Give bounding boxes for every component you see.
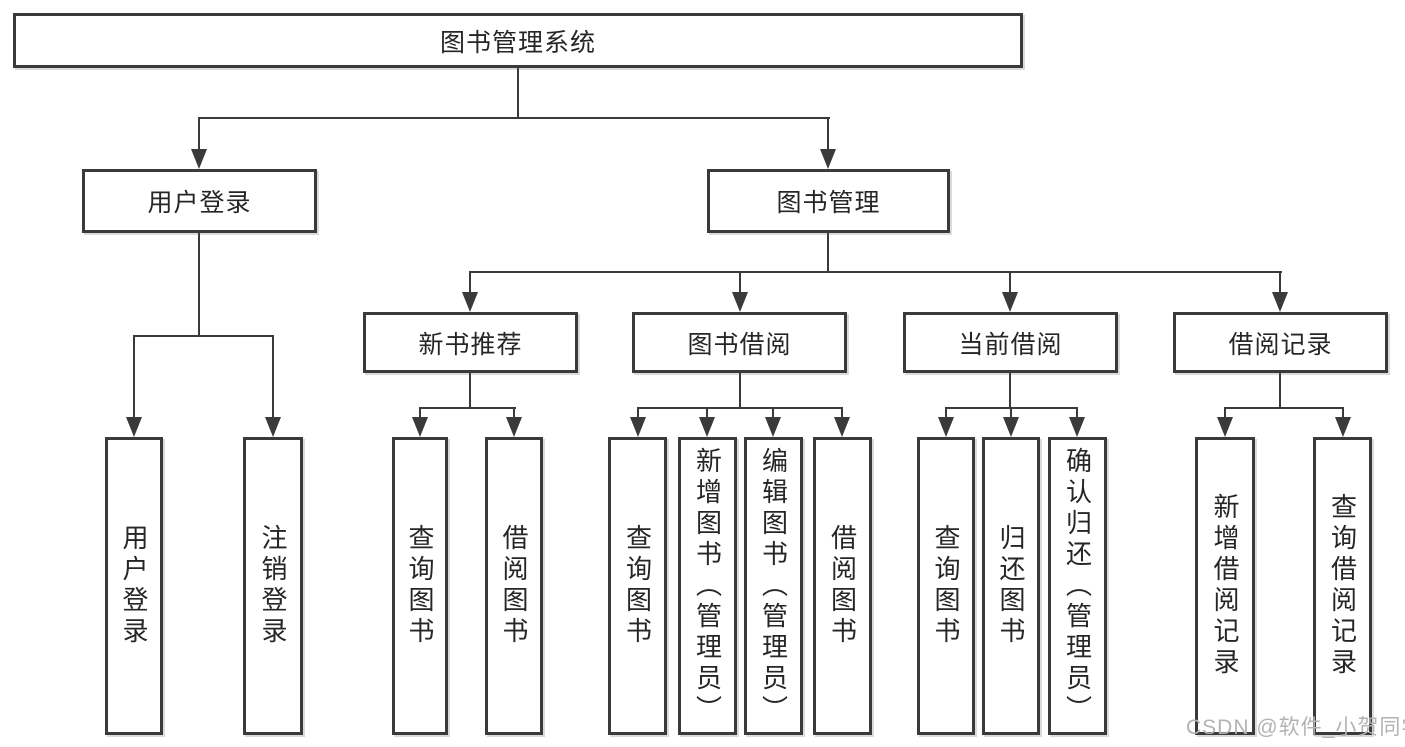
arrow-down-icon [1003, 417, 1019, 437]
node-user-login: 用户登录 [82, 169, 317, 233]
connector-line [198, 233, 200, 337]
arrow-down-icon [1217, 417, 1233, 437]
leaf-current-return: 归还图书 [982, 437, 1040, 735]
leaf-current-confirm: 确认归还（管理员） [1048, 437, 1107, 735]
node-new-book-label: 新书推荐 [418, 330, 523, 359]
leaf-newbook-query: 查询图书 [392, 437, 448, 735]
connector-line [1076, 407, 1078, 419]
connector-line [469, 271, 1282, 273]
leaf-borrow-query-label: 查询图书 [622, 524, 653, 648]
arrow-down-icon [699, 417, 715, 437]
connector-line [739, 373, 741, 409]
connector-line [198, 117, 200, 151]
leaf-record-add: 新增借阅记录 [1195, 437, 1255, 735]
node-current-borrow: 当前借阅 [903, 312, 1118, 373]
node-root-label: 图书管理系统 [439, 28, 596, 57]
connector-line [706, 407, 708, 419]
arrow-down-icon [1069, 417, 1085, 437]
connector-line [739, 271, 741, 294]
arrow-down-icon [1002, 292, 1018, 312]
node-borrow-record: 借阅记录 [1173, 312, 1388, 373]
connector-line [419, 407, 516, 409]
connector-line [772, 407, 774, 419]
leaf-borrow-query: 查询图书 [608, 437, 667, 735]
connector-line [1009, 271, 1011, 294]
connector-line [827, 233, 829, 273]
leaf-user-login-label: 用户登录 [119, 524, 149, 648]
connector-line [1342, 407, 1344, 419]
connector-line [1279, 373, 1281, 409]
arrow-down-icon [412, 417, 428, 437]
arrow-down-icon [765, 417, 781, 437]
leaf-current-query-label: 查询图书 [931, 524, 961, 648]
node-user-login-label: 用户登录 [147, 189, 252, 217]
arrow-down-icon [630, 417, 646, 437]
arrow-down-icon [265, 417, 281, 437]
leaf-record-query-label: 查询借阅记录 [1327, 493, 1358, 679]
node-root: 图书管理系统 [13, 13, 1023, 68]
node-book-mgmt-label: 图书管理 [776, 189, 881, 217]
leaf-current-query: 查询图书 [917, 437, 975, 735]
leaf-borrow-borrow-label: 借阅图书 [827, 524, 858, 648]
node-borrow-record-label: 借阅记录 [1228, 330, 1333, 359]
leaf-borrow-edit-label: 编辑图书（管理员） [758, 446, 789, 726]
node-book-borrow-label: 图书借阅 [687, 330, 792, 359]
leaf-borrow-borrow: 借阅图书 [813, 437, 872, 735]
node-book-mgmt: 图书管理 [707, 169, 950, 233]
connector-line [469, 373, 471, 409]
leaf-current-confirm-label: 确认归还（管理员） [1062, 446, 1093, 726]
arrow-down-icon [462, 292, 478, 312]
arrow-down-icon [820, 149, 836, 169]
arrow-down-icon [506, 417, 522, 437]
leaf-newbook-borrow-label: 借阅图书 [499, 524, 529, 648]
connector-line [517, 68, 519, 119]
node-book-borrow: 图书借阅 [632, 312, 847, 373]
leaf-logout: 注销登录 [243, 437, 303, 735]
connector-line [637, 407, 639, 419]
connector-line [1224, 407, 1344, 409]
connector-line [198, 117, 830, 119]
connector-line [1224, 407, 1226, 419]
node-new-book: 新书推荐 [363, 312, 578, 373]
leaf-record-add-label: 新增借阅记录 [1210, 493, 1240, 679]
arrow-down-icon [1335, 417, 1351, 437]
watermark: CSDN @软件_小贺同学 [1186, 716, 1405, 739]
connector-line [1279, 271, 1281, 294]
arrow-down-icon [1272, 292, 1288, 312]
arrow-down-icon [834, 417, 850, 437]
connector-line [1010, 407, 1012, 419]
connector-line [469, 271, 471, 294]
connector-line [1009, 373, 1011, 409]
connector-line [827, 117, 829, 151]
connector-line [637, 407, 843, 409]
leaf-current-return-label: 归还图书 [996, 524, 1026, 648]
leaf-newbook-query-label: 查询图书 [405, 524, 435, 648]
leaf-record-query: 查询借阅记录 [1313, 437, 1372, 735]
connector-line [945, 407, 947, 419]
connector-line [272, 335, 274, 419]
arrow-down-icon [732, 292, 748, 312]
arrow-down-icon [938, 417, 954, 437]
leaf-borrow-add-label: 新增图书（管理员） [692, 446, 723, 726]
leaf-newbook-borrow: 借阅图书 [485, 437, 543, 735]
leaf-borrow-add: 新增图书（管理员） [678, 437, 737, 735]
connector-line [133, 335, 274, 337]
arrow-down-icon [191, 149, 207, 169]
connector-line [513, 407, 515, 419]
leaf-user-login: 用户登录 [105, 437, 163, 735]
arrow-down-icon [126, 417, 142, 437]
connector-line [419, 407, 421, 419]
leaf-logout-label: 注销登录 [258, 524, 288, 648]
leaf-borrow-edit: 编辑图书（管理员） [744, 437, 803, 735]
node-current-borrow-label: 当前借阅 [958, 330, 1063, 359]
connector-line [133, 335, 135, 419]
connector-line [841, 407, 843, 419]
